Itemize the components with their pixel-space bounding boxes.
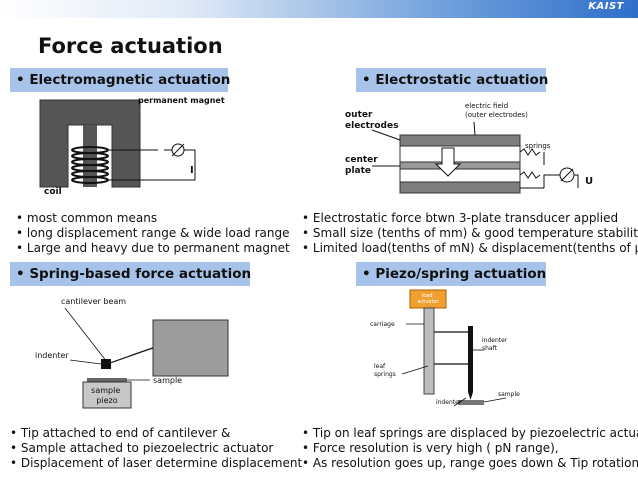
coil-wire xyxy=(108,149,196,181)
piezo-diagram: load actuator carriage leaf springs inde… xyxy=(370,289,520,407)
label-sample: sample xyxy=(153,376,182,385)
label-coil: coil xyxy=(44,187,62,197)
magnet-yoke xyxy=(39,99,141,188)
leaf-springs xyxy=(434,331,468,365)
label-sample: sample xyxy=(498,391,520,398)
bullet: Limited load(tenths of mN) & displacemen… xyxy=(302,241,638,256)
label-electric-field: electric field (outer electrodes) xyxy=(465,102,528,119)
bullet: long displacement range & wide load rang… xyxy=(16,226,290,241)
label-outer-electrodes: outer electrodes xyxy=(345,110,398,131)
label-indenter: indenter xyxy=(35,351,69,360)
indenter-shaft xyxy=(468,326,473,392)
bullet: Small size (tenths of mm) & good tempera… xyxy=(302,226,638,241)
bullet: Electrostatic force btwn 3-plate transdu… xyxy=(302,211,638,226)
label-leaf-springs: leaf springs xyxy=(374,363,396,378)
sample-layer xyxy=(87,378,127,382)
bullet: As resolution goes up, range goes down &… xyxy=(302,456,638,471)
label-magnet: permanent magnet xyxy=(138,96,225,105)
bullet: Large and heavy due to permanent magnet xyxy=(16,241,290,256)
spring-bullets: Tip attached to end of cantilever & Samp… xyxy=(10,426,302,471)
bullet: Tip on leaf springs are displaced by pie… xyxy=(302,426,638,441)
sample-block xyxy=(458,400,484,405)
sample-piezo-box xyxy=(82,381,132,409)
label-indenter: indenter xyxy=(436,399,462,406)
laser-box xyxy=(152,319,229,377)
piezo-bullets: Tip on leaf springs are displaced by pie… xyxy=(302,426,638,471)
section-header-electrostatic: • Electrostatic actuation xyxy=(356,68,548,92)
electromagnetic-bullets: most common means long displacement rang… xyxy=(16,211,290,256)
label-cantilever-beam: cantilever beam xyxy=(61,297,126,306)
label-voltage: U xyxy=(585,176,593,187)
section-header-electromagnetic: • Electromagnetic actuation xyxy=(10,68,230,92)
label-current: I xyxy=(190,165,194,176)
bullet: Displacement of laser determine displace… xyxy=(10,456,302,471)
label-springs: springs xyxy=(525,142,551,150)
label-center-plate: center plate xyxy=(345,155,381,176)
electrostatic-diagram: outer electrodes center plate electric f… xyxy=(345,102,593,194)
label-carriage: carriage xyxy=(370,321,395,328)
top-banner: KAIST xyxy=(0,0,638,18)
electromagnetic-diagram: permanent magnet coil I xyxy=(39,96,225,197)
page-title: Force actuation xyxy=(38,34,223,58)
outer-electrode-bottom xyxy=(399,181,521,194)
kaist-logo: KAIST xyxy=(588,1,624,12)
section-header-piezo: • Piezo/spring actuation xyxy=(356,262,546,286)
coil-windings xyxy=(71,146,109,184)
bullet: Tip attached to end of cantilever & xyxy=(10,426,302,441)
label-load-actuator: load actuator xyxy=(417,293,439,305)
section-header-spring: • Spring-based force actuation xyxy=(10,262,251,286)
outer-electrode-top xyxy=(399,134,521,147)
electrostatic-bullets: Electrostatic force btwn 3-plate transdu… xyxy=(302,211,638,256)
bullet: Sample attached to piezoelectric actuato… xyxy=(10,441,302,456)
spring-diagram: cantilever beam indenter sample sample p… xyxy=(35,297,229,409)
force-arrow xyxy=(434,147,462,177)
center-plate xyxy=(399,161,521,170)
carriage-column xyxy=(423,307,435,395)
label-sample-piezo: sample piezo xyxy=(91,386,123,405)
springs xyxy=(519,148,541,179)
indenter-tip xyxy=(468,392,473,400)
bullet: most common means xyxy=(16,211,290,226)
cantilever-beam xyxy=(106,347,154,365)
indenter-block xyxy=(101,359,111,369)
bullet: Force resolution is very high ( pN range… xyxy=(302,441,638,456)
label-indenter-shaft: indenter shaft xyxy=(482,337,509,352)
